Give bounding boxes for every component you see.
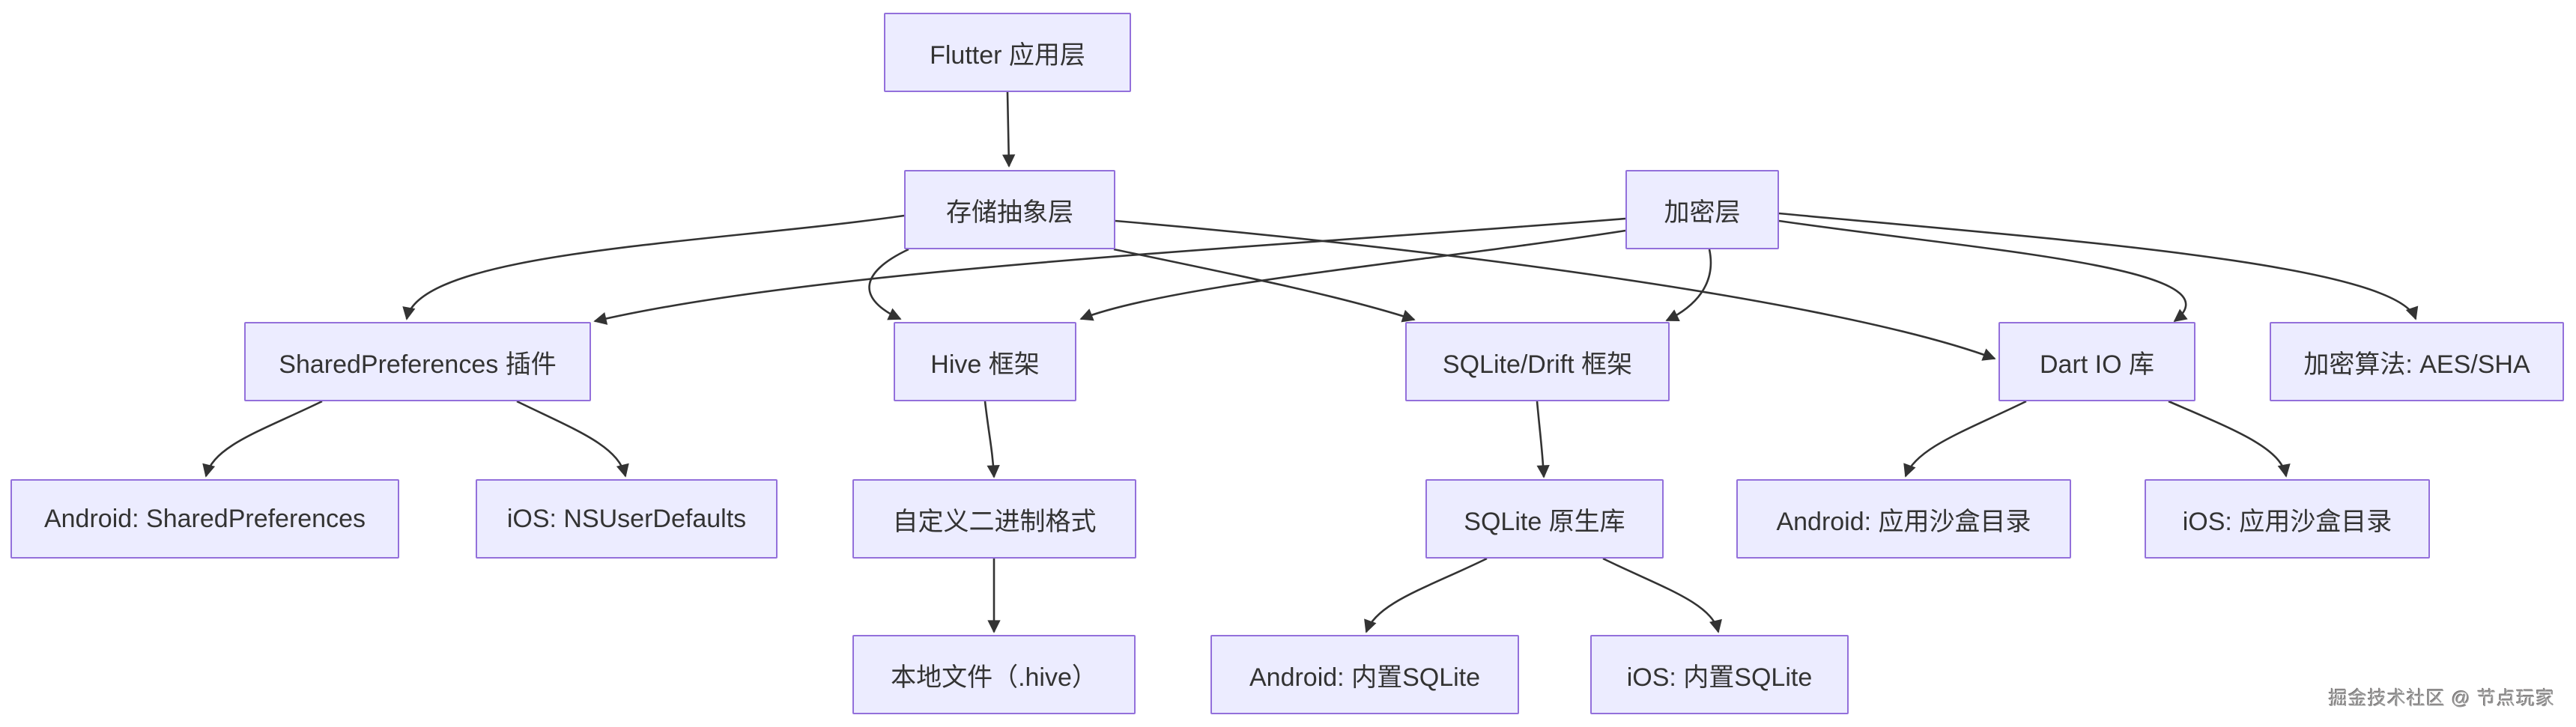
node-flutter-app-layer: Flutter 应用层	[884, 13, 1131, 92]
edge-storage-abstraction-layer-to-hive-framework	[868, 248, 909, 320]
node-android-sharedpreferences: Android: SharedPreferences	[10, 479, 399, 559]
edge-storage-abstraction-layer-to-dart-io-library	[1115, 219, 1996, 361]
watermark: 掘金技术社区 @ 节点玩家	[2328, 688, 2555, 709]
edge-encryption-layer-to-encryption-algorithms	[1778, 212, 2419, 320]
edge-storage-abstraction-layer-to-sqlite-drift-framework	[1113, 248, 1416, 323]
node-sharedpreferences-plugin: SharedPreferences 插件	[244, 322, 591, 401]
node-encryption-layer: 加密层	[1625, 170, 1779, 249]
edge-sharedpreferences-plugin-to-ios-nsuserdefaults	[516, 400, 629, 478]
edge-sqlite-native-library-to-android-builtin-sqlite	[1364, 557, 1488, 633]
node-sqlite-native-library: SQLite 原生库	[1425, 479, 1664, 559]
edge-encryption-layer-to-sqlite-drift-framework	[1665, 249, 1712, 322]
node-ios-builtin-sqlite: iOS: 内置SQLite	[1590, 635, 1849, 714]
edge-encryption-layer-to-dart-io-library	[1778, 219, 2188, 323]
node-ios-sandbox-dir: iOS: 应用沙盒目录	[2145, 479, 2430, 559]
edge-flutter-app-layer-to-storage-abstraction-layer	[1002, 91, 1016, 168]
edge-hive-framework-to-custom-binary-format	[984, 401, 1000, 478]
node-sqlite-drift-framework: SQLite/Drift 框架	[1405, 322, 1670, 401]
node-android-sandbox-dir: Android: 应用沙盒目录	[1736, 479, 2071, 559]
node-ios-nsuserdefaults: iOS: NSUserDefaults	[476, 479, 778, 559]
node-custom-binary-format: 自定义二进制格式	[852, 479, 1136, 559]
edge-encryption-layer-to-sharedpreferences-plugin	[593, 217, 1626, 325]
edge-storage-abstraction-layer-to-sharedpreferences-plugin	[402, 214, 905, 320]
edge-dart-io-library-to-ios-sandbox-dir	[2168, 400, 2291, 478]
node-android-builtin-sqlite: Android: 内置SQLite	[1210, 635, 1519, 714]
node-hive-framework: Hive 框架	[894, 322, 1076, 401]
edge-sqlite-drift-framework-to-sqlite-native-library	[1536, 401, 1550, 478]
node-encryption-algorithms: 加密算法: AES/SHA	[2270, 322, 2564, 401]
edge-sharedpreferences-plugin-to-android-sharedpreferences	[202, 400, 323, 478]
node-dart-io-library: Dart IO 库	[1998, 322, 2195, 401]
edge-sqlite-native-library-to-ios-builtin-sqlite	[1602, 557, 1722, 633]
node-storage-abstraction-layer: 存储抽象层	[904, 170, 1115, 249]
node-local-hive-file: 本地文件（.hive）	[852, 635, 1136, 714]
edge-encryption-layer-to-hive-framework	[1079, 229, 1626, 321]
edge-dart-io-library-to-android-sandbox-dir	[1903, 400, 2027, 478]
